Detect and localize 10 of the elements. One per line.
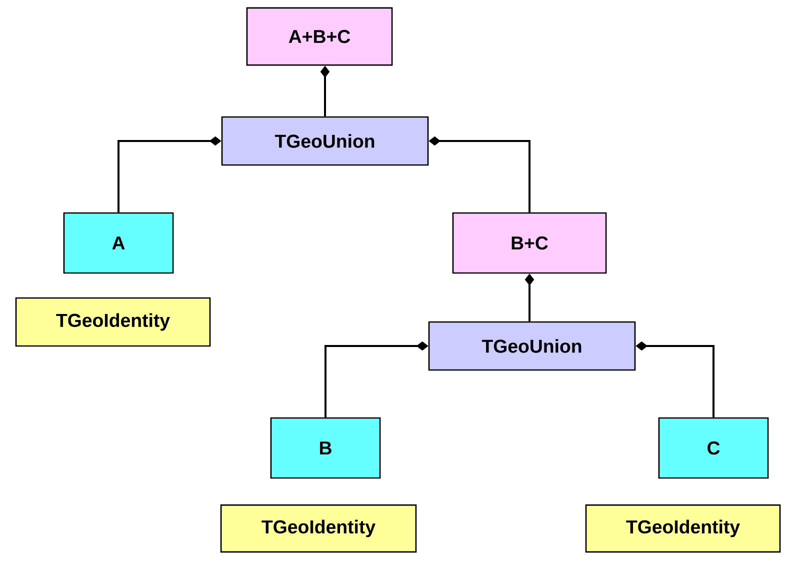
operator-box: TGeoUnion <box>428 321 636 371</box>
composite-box: B+C <box>452 212 607 274</box>
class-box: TGeoIdentity <box>15 297 211 347</box>
operator-box: TGeoUnion <box>221 116 429 166</box>
shape-box: A <box>63 212 174 274</box>
shape-box: C <box>658 417 769 479</box>
class-box: TGeoIdentity <box>220 504 417 553</box>
composite-box: A+B+C <box>246 7 393 66</box>
class-box: TGeoIdentity <box>585 504 781 553</box>
shape-box: B <box>270 417 381 479</box>
